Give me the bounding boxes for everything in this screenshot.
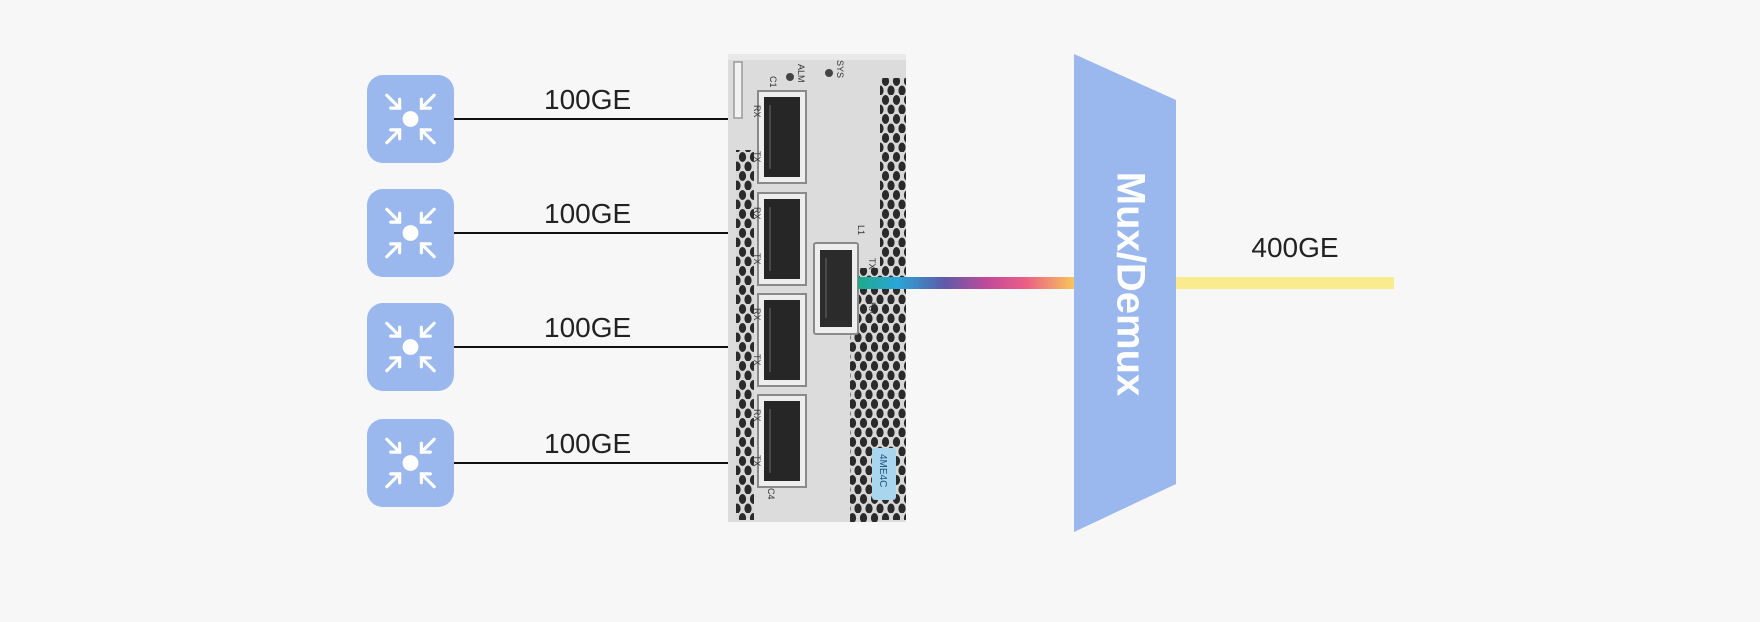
- output-label: 400GE: [1251, 232, 1338, 263]
- port-c4-label: C4: [766, 488, 776, 500]
- model-label: 4ME4C: [877, 454, 888, 487]
- line-port-l1-cage: [820, 250, 852, 327]
- port-rx-label: RX: [752, 207, 762, 220]
- card-ejector: [733, 61, 743, 119]
- client-link-label: 100GE: [544, 312, 631, 343]
- port-tx-label: TX: [752, 151, 762, 163]
- sys-label: SYS: [835, 60, 845, 78]
- l1-rx-label: RX: [867, 302, 877, 315]
- port-tx-label: TX: [752, 253, 762, 265]
- wdm-fiber: [858, 277, 1074, 289]
- model-badge: [872, 448, 896, 500]
- port-rx-label: RX: [752, 409, 762, 422]
- output-line: [1176, 277, 1394, 289]
- client-link-label: 100GE: [544, 198, 631, 229]
- port-tx-label: TX: [752, 455, 762, 467]
- mux-demux-label: Mux/Demux: [1108, 172, 1152, 397]
- client-group: 100GE 100GE 100GE 100GE: [367, 75, 772, 507]
- mux-demux-block: [1074, 54, 1176, 532]
- client-link-label: 100GE: [544, 428, 631, 459]
- client-port-group: RX TX RX TX RX TX RX TX: [752, 90, 807, 488]
- vent-grid-right: [880, 78, 906, 520]
- vent-grid-left: [736, 150, 754, 520]
- port-c1-label: C1: [768, 76, 778, 88]
- alm-led: [786, 73, 794, 81]
- alm-label: ALM: [796, 64, 806, 83]
- card-top-edge: [728, 54, 906, 60]
- client-link-label: 100GE: [544, 84, 631, 115]
- port-tx-label: TX: [752, 354, 762, 366]
- port-rx-label: RX: [752, 105, 762, 118]
- port-l1-label: L1: [856, 225, 866, 235]
- l1-tx-label: TX: [867, 258, 877, 270]
- port-rx-label: RX: [752, 308, 762, 321]
- sys-led: [825, 69, 833, 77]
